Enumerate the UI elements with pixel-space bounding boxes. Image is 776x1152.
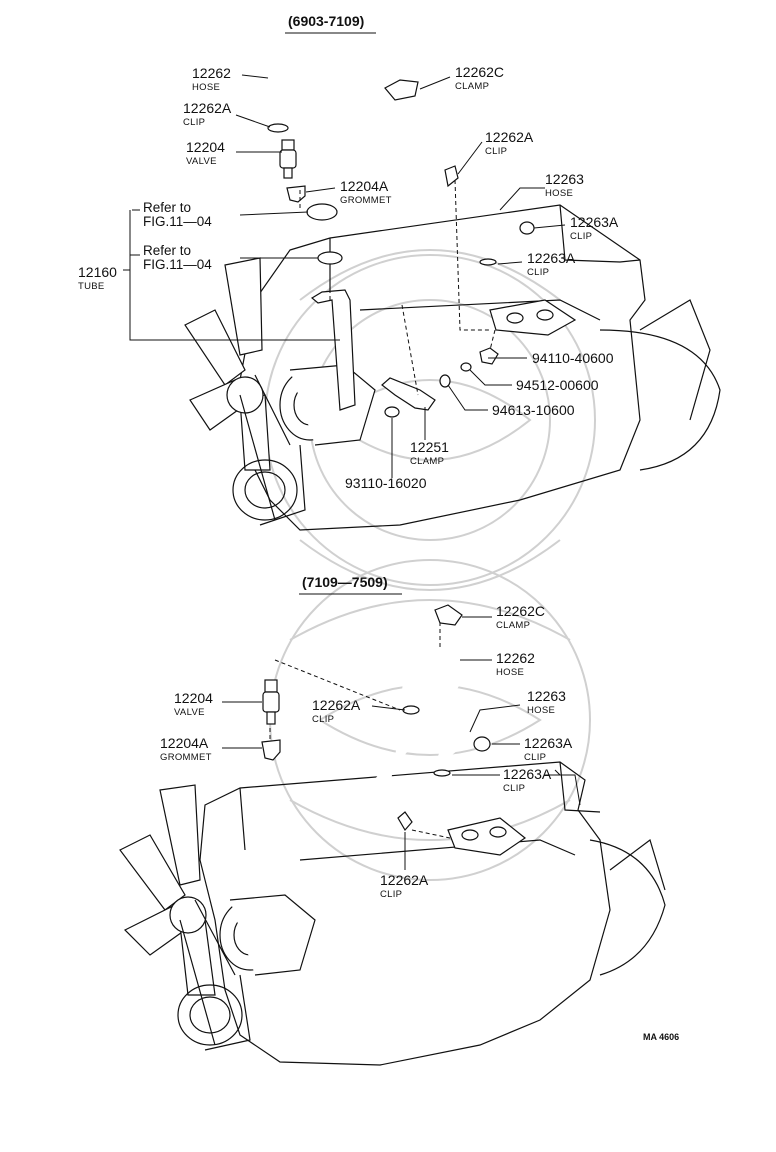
upper-header: (6903-7109) bbox=[288, 13, 364, 29]
lower-diagram: (7109—7509) bbox=[119, 574, 666, 1066]
upper-label-94110-40600: 94110-40600 bbox=[532, 350, 614, 366]
upper-grommet-12204a-shape bbox=[286, 185, 306, 203]
upper-ref-a-line2: FIG.11—04 bbox=[143, 214, 212, 229]
upper-label-hose-12263-name: HOSE bbox=[545, 188, 573, 199]
lower-label-clamp-12262c-name: CLAMP bbox=[496, 620, 530, 631]
lower-label-hose-12263-no: 12263 bbox=[527, 688, 566, 704]
lower-label-clip-12262a-a-no: 12262A bbox=[312, 697, 361, 713]
lower-label-valve-12204-no: 12204 bbox=[174, 690, 213, 706]
lower-grommet-12204a-shape bbox=[261, 739, 281, 761]
upper-ref-b-line1: Refer to bbox=[143, 243, 191, 258]
upper-label-grommet-12204a-name: GROMMET bbox=[340, 195, 392, 206]
upper-label-clip-12263a-a-name: CLIP bbox=[570, 231, 592, 242]
upper-label-clip-12262a-b-no: 12262A bbox=[485, 129, 534, 145]
lower-clip-12262a-a-shape bbox=[402, 705, 420, 715]
upper-label-valve-12204-no: 12204 bbox=[186, 139, 225, 155]
upper-clip-12262a-a-shape bbox=[267, 123, 289, 133]
upper-label-tube-12160-no: 12160 bbox=[78, 264, 117, 280]
upper-clip-12263a-a-shape bbox=[519, 221, 535, 235]
upper-washer-94512 bbox=[460, 362, 472, 372]
upper-nut-94110 bbox=[479, 347, 499, 365]
lower-label-valve-12204-name: VALVE bbox=[174, 707, 205, 718]
upper-label-grommet-12204a-no: 12204A bbox=[340, 178, 389, 194]
upper-ref-a-line1: Refer to bbox=[143, 200, 191, 215]
upper-diagram: (6903-7109) bbox=[78, 13, 721, 531]
upper-label-clip-12263a-b-no: 12263A bbox=[527, 250, 576, 266]
upper-label-clip-12263a-b-name: CLIP bbox=[527, 267, 549, 278]
upper-clamp-12251-shape bbox=[381, 377, 436, 411]
lower-pulleys bbox=[177, 894, 316, 1051]
lower-engine-block bbox=[199, 761, 666, 1066]
upper-valve-12204-shape bbox=[279, 139, 297, 179]
lower-fan bbox=[119, 784, 216, 996]
upper-label-94613-10600: 94613-10600 bbox=[492, 402, 575, 418]
upper-ref-ring-a bbox=[306, 203, 338, 221]
upper-ref-ring-b bbox=[317, 251, 343, 265]
upper-label-clamp-12251-no: 12251 bbox=[410, 439, 449, 455]
upper-label-hose-12262-no: 12262 bbox=[192, 65, 231, 81]
upper-flange-plate bbox=[489, 299, 577, 336]
lower-label-clamp-12262c-no: 12262C bbox=[496, 603, 545, 619]
lower-valve-12204-shape bbox=[262, 679, 280, 725]
lower-label-clip-12262a-b-name: CLIP bbox=[380, 889, 402, 900]
lower-label-clip-12263a-a-name: CLIP bbox=[524, 752, 546, 763]
lower-label-clip-12262a-b-no: 12262A bbox=[380, 872, 429, 888]
lower-header: (7109—7509) bbox=[302, 574, 388, 590]
lower-label-clip-12263a-b-name: CLIP bbox=[503, 783, 525, 794]
upper-label-hose-12262-name: HOSE bbox=[192, 82, 220, 93]
upper-washer-94613 bbox=[439, 374, 451, 388]
lower-clamp-12262c-shape bbox=[434, 604, 463, 626]
upper-label-clip-12262a-b-name: CLIP bbox=[485, 146, 507, 157]
upper-label-clip-12262a-a-no: 12262A bbox=[183, 100, 232, 116]
upper-ref-b-line2: FIG.11—04 bbox=[143, 257, 212, 272]
lower-label-clip-12262a-a-name: CLIP bbox=[312, 714, 334, 725]
upper-label-clamp-12262c-name: CLAMP bbox=[455, 81, 489, 92]
lower-label-grommet-12204a-name: GROMMET bbox=[160, 752, 212, 763]
upper-label-94512-00600: 94512-00600 bbox=[516, 377, 599, 393]
lower-clip-12262a-b-shape bbox=[397, 811, 413, 832]
lower-label-clip-12263a-a-no: 12263A bbox=[524, 735, 573, 751]
upper-label-93110-16020: 93110-16020 bbox=[345, 475, 427, 491]
upper-bolt-93110 bbox=[384, 406, 400, 418]
upper-label-clamp-12262c-no: 12262C bbox=[455, 64, 504, 80]
lower-clip-12263a-b-shape bbox=[433, 769, 451, 777]
upper-label-tube-12160-name: TUBE bbox=[78, 281, 105, 292]
upper-clip-12262a-b-shape bbox=[444, 165, 459, 188]
upper-clamp-12262c-shape bbox=[384, 79, 419, 101]
upper-clip-12263a-b-shape bbox=[479, 258, 497, 266]
upper-label-clamp-12251-name: CLAMP bbox=[410, 456, 444, 467]
lower-label-hose-12262-no: 12262 bbox=[496, 650, 535, 666]
upper-label-clip-12262a-a-name: CLIP bbox=[183, 117, 205, 128]
upper-fan bbox=[184, 257, 271, 471]
lower-label-clip-12263a-b-no: 12263A bbox=[503, 766, 552, 782]
lower-clip-12263a-a-shape bbox=[473, 736, 491, 752]
upper-label-hose-12263-no: 12263 bbox=[545, 171, 584, 187]
lower-label-grommet-12204a-no: 12204A bbox=[160, 735, 209, 751]
upper-label-clip-12263a-a-no: 12263A bbox=[570, 214, 619, 230]
footer-code: MA 4606 bbox=[643, 1032, 679, 1042]
lower-label-hose-12262-name: HOSE bbox=[496, 667, 524, 678]
watermark-emblem bbox=[264, 249, 596, 881]
lower-flange-plate bbox=[447, 817, 527, 856]
lower-label-hose-12263-name: HOSE bbox=[527, 705, 555, 716]
upper-label-valve-12204-name: VALVE bbox=[186, 156, 217, 167]
